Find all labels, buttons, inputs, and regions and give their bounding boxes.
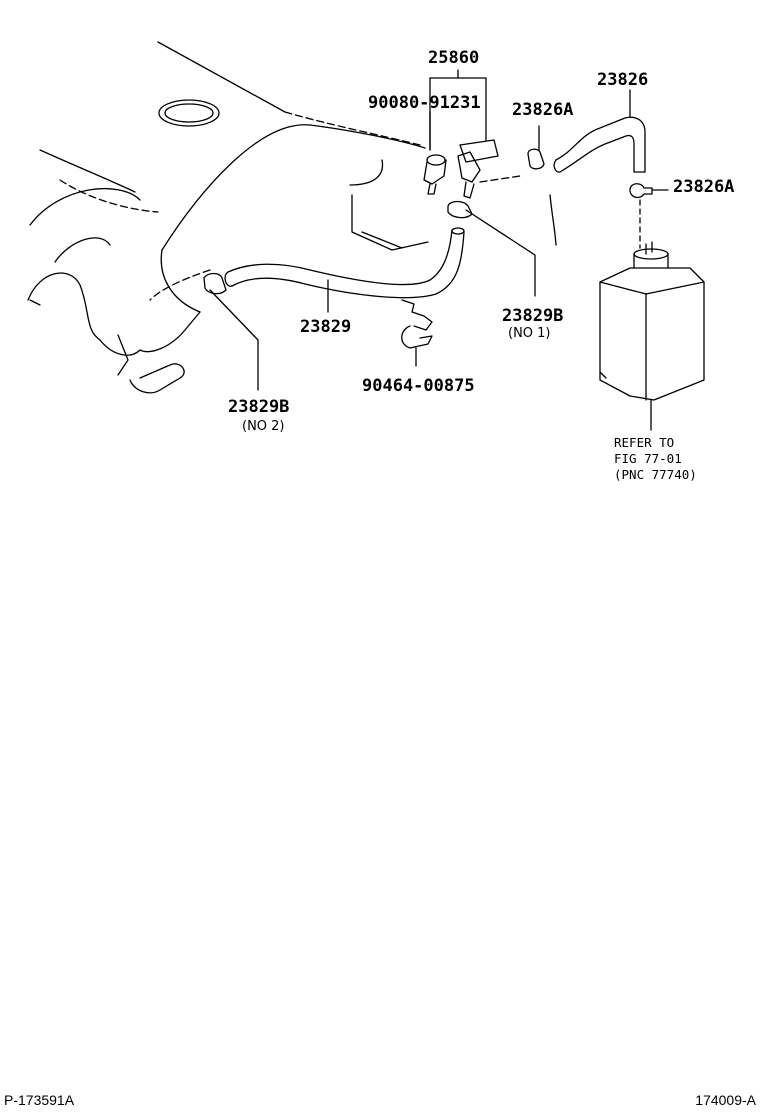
footer-right-code: 174009-A (695, 1092, 756, 1108)
label-90080-91231: 90080-91231 (368, 93, 481, 113)
label-23826: 23826 (597, 70, 649, 90)
refer-note: REFER TO FIG 77-01 (PNC 77740) (614, 435, 697, 483)
footer-left-code: P-173591A (4, 1092, 75, 1108)
refer-line-3: (PNC 77740) (614, 467, 697, 482)
clamp-23826a-right (629, 183, 669, 199)
hose-23826 (553, 89, 646, 173)
hose-23829 (224, 227, 465, 313)
refer-line-2: FIG 77-01 (614, 451, 682, 466)
refer-line-1: REFER TO (614, 435, 675, 450)
clamp-23826a-top (527, 125, 545, 170)
label-23826a-right: 23826A (673, 177, 735, 197)
label-23829: 23829 (300, 317, 352, 337)
label-no1: (NO 1) (508, 326, 551, 341)
clamp-23829b-no2 (203, 272, 259, 391)
label-25860: 25860 (428, 48, 480, 68)
hidden-edge-lines (59, 111, 521, 301)
callout-bracket-25860 (429, 69, 487, 151)
charcoal-canister (599, 241, 705, 431)
label-23829b-no1: 23829B (502, 306, 564, 326)
label-90464-00875: 90464-00875 (362, 376, 475, 396)
label-no2: (NO 2) (242, 419, 285, 434)
label-23829b-no2: 23829B (228, 397, 290, 417)
engine-body-outline (27, 41, 557, 394)
vacuum-switching-valve-25860 (423, 139, 499, 199)
clamp-23829b-no1 (447, 200, 536, 297)
clip-90464-00875 (401, 299, 433, 367)
label-23826a-top: 23826A (512, 100, 574, 120)
